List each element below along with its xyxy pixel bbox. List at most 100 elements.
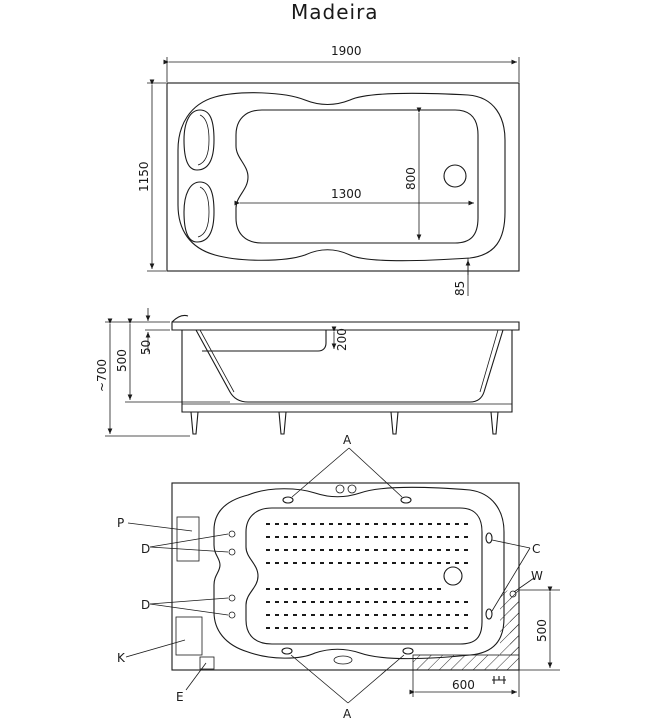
air-jet-dot	[266, 536, 270, 538]
air-jet-dot	[392, 614, 396, 616]
rim-height-dimension-label: 50	[139, 340, 153, 355]
air-jet-dot	[383, 549, 387, 551]
air-jet-dot	[401, 627, 405, 629]
air-jet-dot	[419, 562, 423, 564]
top-view-outline	[166, 82, 520, 272]
air-jet-dot	[338, 627, 342, 629]
air-jet-dot	[392, 549, 396, 551]
leader-A-bottom-1	[290, 654, 349, 704]
air-jet-dot	[392, 627, 396, 629]
air-jet-dot	[464, 614, 468, 616]
air-jet-dot	[347, 627, 351, 629]
air-jet-dot	[347, 588, 351, 590]
air-jet-dot	[401, 614, 405, 616]
air-jet-dot	[419, 627, 423, 629]
leader-E	[185, 662, 207, 691]
label-C: C	[532, 542, 540, 556]
air-jet-dot	[302, 536, 306, 538]
drawing-title: Madeira	[291, 0, 379, 24]
air-jet-dot	[428, 536, 432, 538]
leader-C-2	[491, 547, 531, 612]
air-jet-dot	[383, 562, 387, 564]
air-jet-dot	[437, 601, 441, 603]
air-jet-dot	[455, 601, 459, 603]
overflow-hole-1	[335, 484, 345, 494]
air-jet-dot	[365, 588, 369, 590]
air-jet-dot	[320, 523, 324, 525]
label-W: W	[531, 569, 543, 583]
air-jet-dot	[284, 627, 288, 629]
air-jet-dot	[383, 523, 387, 525]
service-height-dimension-label: 500	[535, 619, 549, 642]
inner-basin	[235, 109, 479, 244]
air-jet-dot	[446, 627, 450, 629]
air-jet-dot	[338, 549, 342, 551]
plan-inner-basin	[245, 507, 483, 645]
air-jet-dot	[446, 523, 450, 525]
air-jet-dot	[419, 588, 423, 590]
air-jet-dot	[275, 536, 279, 538]
air-jet-dot	[338, 536, 342, 538]
width-dimension-label: 1150	[137, 161, 151, 192]
foot-3	[390, 411, 399, 435]
air-jet-dot	[284, 523, 288, 525]
drain-hole	[443, 164, 467, 188]
air-jet-dot	[329, 523, 333, 525]
air-jet-dot	[329, 536, 333, 538]
plan-rim-contour	[213, 486, 505, 660]
air-jet-dot	[320, 536, 324, 538]
air-jet-dot	[329, 601, 333, 603]
air-jet-dot	[410, 614, 414, 616]
air-jet-dot	[347, 549, 351, 551]
leader-P	[127, 522, 193, 532]
air-jet-dot	[383, 536, 387, 538]
height-dimension-label: 500	[115, 349, 129, 372]
air-jet-dot	[293, 588, 297, 590]
air-jet-dot	[266, 627, 270, 629]
leader-D-upper-2	[149, 546, 229, 553]
air-jet-dot	[374, 614, 378, 616]
air-jet-dot	[320, 562, 324, 564]
air-jet-dot	[428, 588, 432, 590]
air-jet-dot	[383, 601, 387, 603]
air-jet-dot	[293, 614, 297, 616]
air-jet-dot	[455, 536, 459, 538]
air-jet-dot	[401, 536, 405, 538]
pillow-lower	[183, 181, 215, 243]
air-jet-dot	[293, 601, 297, 603]
air-jet-dot	[302, 601, 306, 603]
air-jet-dot	[383, 627, 387, 629]
air-jet-dot	[284, 588, 288, 590]
leader-D-lower-1	[149, 597, 229, 605]
air-jet-dot	[446, 562, 450, 564]
air-jet-dot	[365, 536, 369, 538]
air-jet-dot	[284, 562, 288, 564]
air-jet-dot	[374, 523, 378, 525]
air-jet-dot	[320, 614, 324, 616]
jet-A-bottom-left	[281, 647, 293, 655]
air-jet-dot	[437, 588, 441, 590]
air-jet-dot	[365, 614, 369, 616]
service-width-dimension-label: 600	[452, 678, 475, 692]
air-jet-dot	[410, 549, 414, 551]
air-jet-dot	[284, 549, 288, 551]
air-jet-dot	[419, 549, 423, 551]
air-jet-dot	[428, 601, 432, 603]
overflow-bottom	[333, 655, 353, 665]
label-E: E	[176, 690, 184, 704]
air-jet-dot	[428, 627, 432, 629]
side-rim	[171, 321, 520, 331]
air-jet-dot	[356, 601, 360, 603]
air-jet-dot	[428, 562, 432, 564]
air-jet-dot	[437, 523, 441, 525]
leader-C-1	[491, 539, 531, 549]
inner-width-dimension-label: 800	[404, 167, 418, 190]
foot-1	[190, 411, 199, 435]
side-view: ~700 500 50 200	[95, 308, 520, 437]
air-jet-dot	[275, 562, 279, 564]
air-jet-dot	[329, 627, 333, 629]
air-jet-dot	[329, 614, 333, 616]
air-jet-dot	[365, 549, 369, 551]
air-jet-dot	[338, 562, 342, 564]
leader-A-top-1	[291, 447, 350, 498]
